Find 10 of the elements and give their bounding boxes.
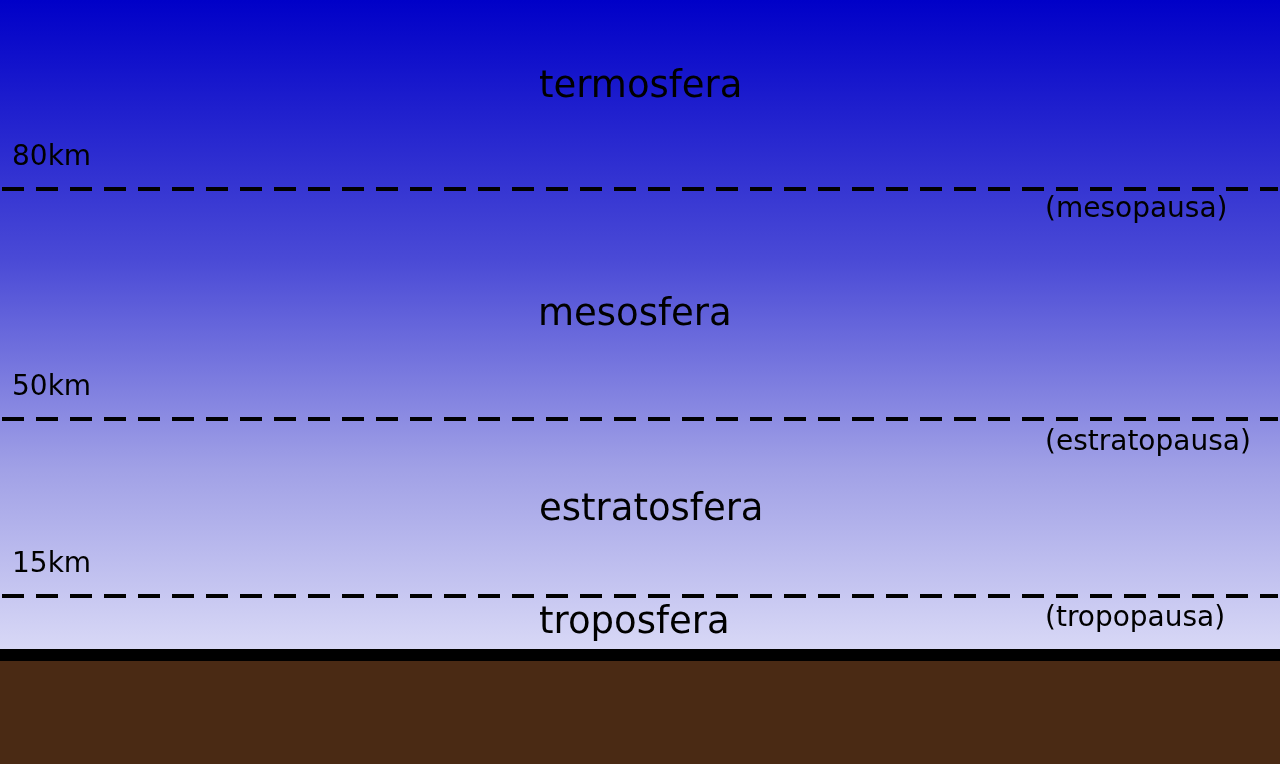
boundary-name: (estratopausa)	[1045, 427, 1251, 455]
altitude-label: 15km	[12, 549, 92, 577]
layer-name: troposfera	[539, 601, 730, 639]
layer-name: estratosfera	[539, 488, 764, 526]
altitude-label: 80km	[12, 142, 92, 170]
altitude-label: 50km	[12, 372, 92, 400]
layer-name: mesosfera	[538, 293, 732, 331]
boundary-name: (tropopausa)	[1045, 603, 1226, 631]
boundary-name: (mesopausa)	[1045, 194, 1228, 222]
layer-name: termosfera	[539, 65, 743, 103]
